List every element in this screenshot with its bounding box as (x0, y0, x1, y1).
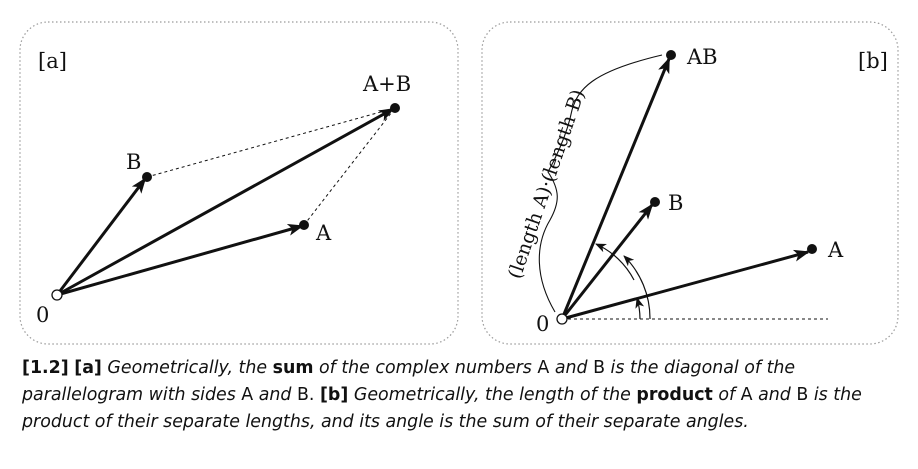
caption-tag-b: [b] (319, 385, 349, 405)
caption-text: is the diagonal of the parallelogram wit… (22, 358, 796, 405)
vector-b (55, 177, 147, 296)
figure: [a] B A A+B 0 [b] (length A)·(length (19, 21, 899, 345)
label-a: A (827, 238, 844, 262)
caption-punct: . (308, 385, 315, 405)
caption-text: Geometrically, the length of the (353, 385, 631, 405)
label-origin: 0 (536, 312, 549, 336)
vector-sum (56, 107, 395, 297)
vector-product (560, 57, 671, 320)
caption-text: Geometrically, the (107, 358, 268, 378)
vector-b (560, 203, 654, 320)
caption-text: of the complex numbers (319, 358, 532, 378)
caption-variable: B (796, 385, 809, 405)
caption-text: is the product of their separate lengths… (22, 385, 862, 432)
label-origin: 0 (36, 303, 49, 327)
caption-text: of (718, 385, 736, 405)
caption-variable: B (593, 358, 606, 378)
caption-text: and (554, 358, 588, 378)
caption-text: and (258, 385, 292, 405)
point-a (299, 220, 309, 230)
caption-emphasis: product (636, 385, 713, 405)
panel-b-tag: [b] (858, 49, 888, 73)
caption-tag-a: [a] (74, 358, 102, 378)
panel-b: [b] (length A)·(length B) A B AB 0 (481, 21, 899, 345)
parallelogram-edge-a (303, 107, 396, 226)
label-product: AB (686, 45, 718, 69)
figure-caption: [1.2] [a] Geometrically, the sum of the … (22, 355, 902, 436)
point-product (666, 50, 676, 60)
point-b (142, 172, 152, 182)
label-b: B (126, 150, 141, 174)
panel-a-tag: [a] (38, 49, 67, 73)
panel-a-frame (19, 21, 459, 345)
angle-arc-a (635, 297, 645, 320)
caption-variable: A (740, 385, 753, 405)
label-sum: A+B (362, 72, 411, 96)
panel-a: [a] B A A+B 0 (19, 21, 459, 345)
caption-number: [1.2] (22, 358, 69, 378)
point-sum (390, 103, 400, 113)
angle-arc-b (623, 255, 651, 320)
point-a (807, 244, 817, 254)
caption-variable: A (241, 385, 254, 405)
caption-variable: B (296, 385, 309, 405)
brace-label: (length A)·(length B) (504, 87, 589, 282)
label-b: B (668, 191, 683, 215)
parallelogram-edge-b (146, 107, 396, 178)
angle-arc-product (595, 243, 635, 281)
length-brace (538, 54, 663, 313)
panel-b-frame (481, 21, 899, 345)
origin-point (556, 313, 568, 325)
point-b (650, 197, 660, 207)
caption-variable: A (537, 358, 550, 378)
caption-emphasis: sum (272, 358, 314, 378)
caption-text: and (758, 385, 791, 405)
origin-point (51, 289, 63, 301)
vector-a (56, 224, 304, 297)
label-a: A (315, 221, 332, 245)
vector-a (561, 249, 810, 321)
